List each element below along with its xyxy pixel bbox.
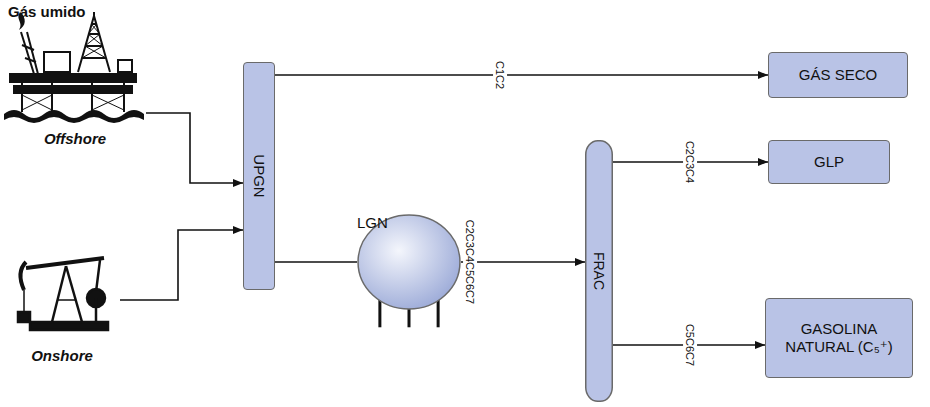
process-box: GÁS SECO (768, 52, 908, 98)
node-label: UPGN (248, 148, 270, 203)
offshore-platform (4, 12, 144, 123)
process-box: GLP (768, 140, 890, 184)
node-label: Offshore (44, 130, 106, 148)
diagram-title: Gás umido (8, 3, 86, 20)
flow-connector (120, 230, 243, 300)
process-box: GASOLINA NATURAL (C₅⁺) (765, 298, 913, 378)
node-label: Onshore (31, 347, 93, 365)
stream-label: C1C2 (493, 58, 507, 92)
process-box: UPGN (243, 62, 275, 290)
onshore-pumpjack (18, 258, 108, 330)
illustrated-source: Onshore (4, 228, 120, 365)
fractionation-column: FRAC (585, 140, 613, 402)
stream-label: C2C3C4C5C6C7 (463, 217, 477, 307)
flow-connector (275, 74, 768, 76)
storage-sphere: LGN (357, 214, 461, 310)
illustrated-source: Offshore (4, 20, 146, 148)
node-label: GASOLINA NATURAL (C₅⁺) (766, 318, 912, 358)
flow-connector (146, 113, 243, 183)
stream-label: C5C6C7 (683, 321, 697, 369)
node-label: FRAC (591, 252, 608, 290)
flow-connector (275, 261, 357, 263)
flow-connector (461, 261, 585, 263)
stream-label: C2C3C4 (683, 138, 697, 186)
node-label: GÁS SECO (793, 64, 883, 86)
node-label: LGN (357, 214, 461, 232)
node-label: GLP (808, 151, 850, 173)
